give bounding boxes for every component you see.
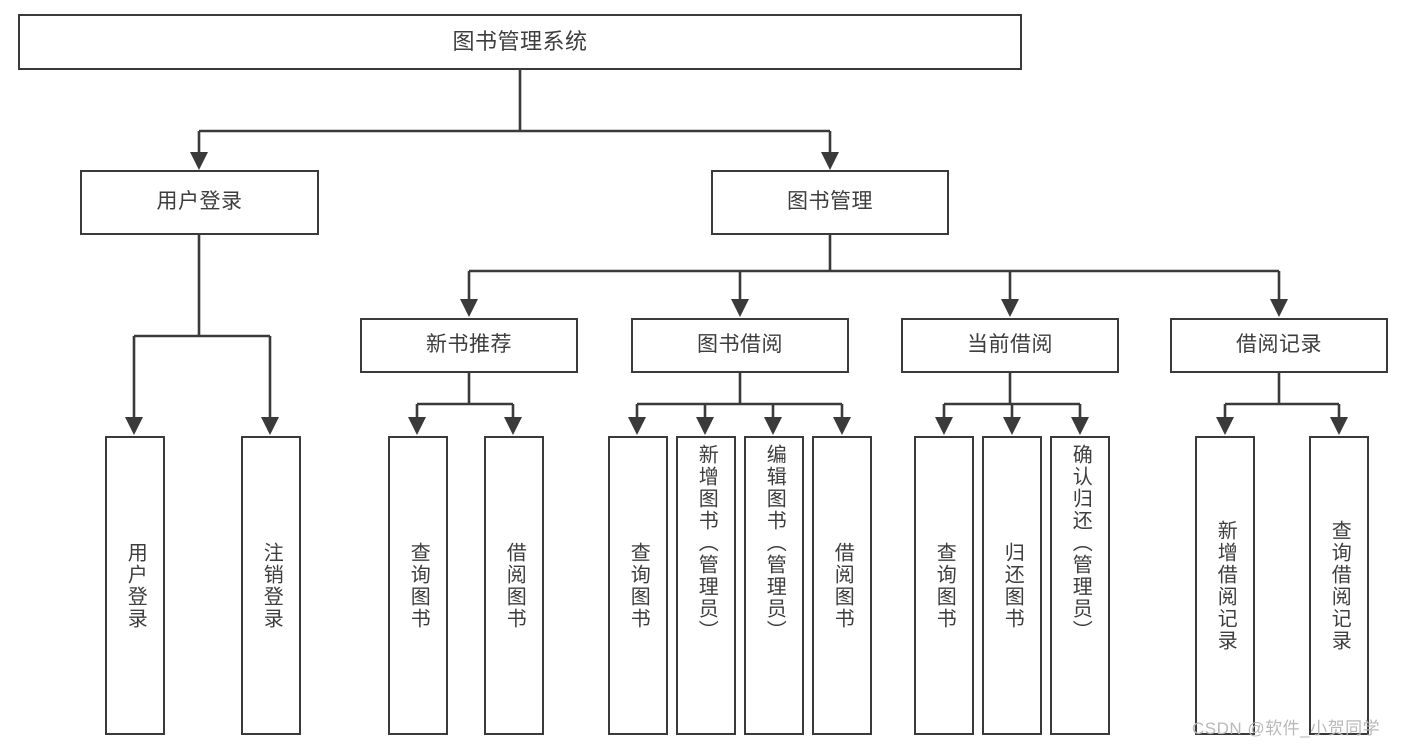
node-root[interactable]: 图书管理系统 (18, 14, 1022, 70)
node-leaf-query-book-1[interactable]: 查询图书 (388, 436, 448, 735)
node-leaf-edit-book[interactable]: 编辑图书（管理员） (744, 436, 804, 735)
node-current-borrow-label: 当前借阅 (967, 333, 1053, 357)
node-new-book-recommend-label: 新书推荐 (426, 333, 512, 357)
node-book-manage[interactable]: 图书管理 (711, 170, 949, 235)
node-leaf-borrow-book-1[interactable]: 借阅图书 (484, 436, 544, 735)
node-leaf-confirm-return-label: 确认归还（管理员） (1069, 444, 1092, 642)
node-leaf-borrow-book-2[interactable]: 借阅图书 (812, 436, 872, 735)
node-leaf-query-book-2-label: 查询图书 (627, 541, 650, 630)
node-leaf-borrow-book-1-label: 借阅图书 (503, 541, 526, 630)
node-leaf-add-book[interactable]: 新增图书（管理员） (676, 436, 736, 735)
node-user-login-label: 用户登录 (156, 190, 243, 214)
node-leaf-borrow-book-2-label: 借阅图书 (831, 541, 854, 630)
watermark-text: CSDN @软件_小贺同学 (1192, 719, 1381, 738)
node-borrow-record[interactable]: 借阅记录 (1170, 318, 1388, 373)
node-leaf-query-book-3[interactable]: 查询图书 (914, 436, 974, 735)
node-leaf-query-book-1-label: 查询图书 (407, 541, 430, 630)
node-leaf-user-login[interactable]: 用户登录 (105, 436, 165, 735)
node-leaf-add-book-label: 新增图书（管理员） (695, 444, 718, 642)
node-user-login[interactable]: 用户登录 (80, 170, 319, 235)
node-leaf-query-book-2[interactable]: 查询图书 (608, 436, 668, 735)
node-leaf-confirm-return[interactable]: 确认归还（管理员） (1050, 436, 1110, 735)
node-leaf-query-record[interactable]: 查询借阅记录 (1309, 436, 1369, 735)
node-current-borrow[interactable]: 当前借阅 (901, 318, 1119, 373)
node-borrow-record-label: 借阅记录 (1236, 333, 1322, 357)
node-leaf-return-book-label: 归还图书 (1001, 541, 1024, 630)
node-leaf-edit-book-label: 编辑图书（管理员） (763, 444, 786, 642)
node-book-borrow[interactable]: 图书借阅 (631, 318, 849, 373)
node-leaf-user-login-label: 用户登录 (124, 541, 147, 630)
node-leaf-add-record[interactable]: 新增借阅记录 (1195, 436, 1255, 735)
node-leaf-query-record-label: 查询借阅记录 (1328, 519, 1351, 652)
node-leaf-query-book-3-label: 查询图书 (933, 541, 956, 630)
node-leaf-logout[interactable]: 注销登录 (241, 436, 301, 735)
node-leaf-add-record-label: 新增借阅记录 (1214, 519, 1237, 652)
node-new-book-recommend[interactable]: 新书推荐 (360, 318, 578, 373)
node-book-borrow-label: 图书借阅 (697, 333, 783, 357)
node-leaf-logout-label: 注销登录 (260, 541, 283, 630)
node-leaf-return-book[interactable]: 归还图书 (982, 436, 1042, 735)
node-book-manage-label: 图书管理 (787, 190, 873, 214)
node-root-label: 图书管理系统 (452, 29, 588, 55)
